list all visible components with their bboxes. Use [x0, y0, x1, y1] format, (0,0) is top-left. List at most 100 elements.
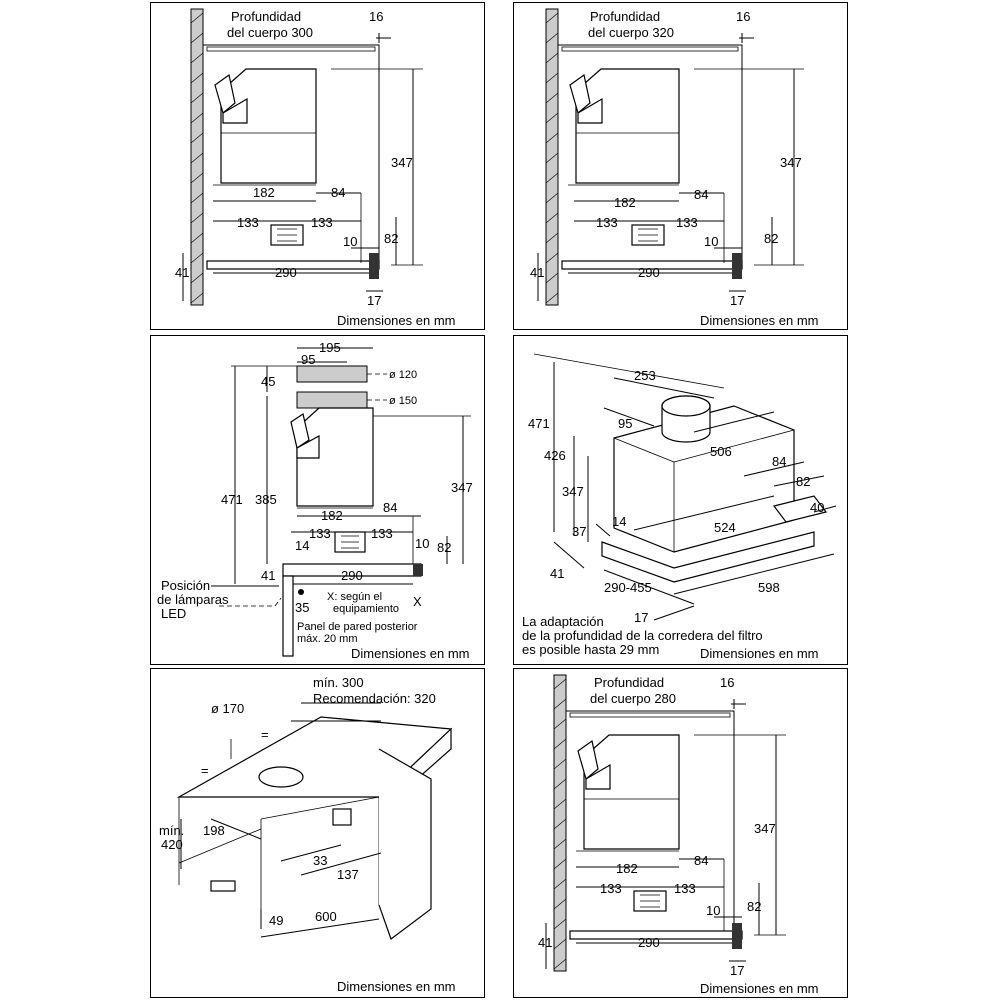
dim-290: 290: [638, 935, 660, 950]
filter-slide: [601, 531, 815, 583]
panel-isometric: 253 471 95 426 506 84 82 347 40 524 37 1…: [513, 335, 848, 665]
dim-84: 84: [383, 500, 397, 515]
depth-value: del cuerpo 280: [590, 691, 676, 706]
dim-600: 600: [315, 909, 337, 924]
dim-41: 41: [550, 566, 564, 581]
dim-82: 82: [437, 540, 451, 555]
wall-hatch: [190, 8, 204, 306]
dim-598: 598: [758, 580, 780, 595]
dim-524: 524: [714, 520, 736, 535]
dim-16: 16: [720, 675, 734, 690]
led-label-1: Posición: [161, 578, 210, 593]
dim-95: 95: [301, 352, 315, 367]
equal-mark-1: =: [261, 727, 269, 742]
dim-84: 84: [331, 185, 345, 200]
dim-347: 347: [391, 155, 413, 170]
dim-10: 10: [343, 234, 357, 249]
dim-182: 182: [253, 185, 275, 200]
dim-137: 137: [337, 867, 359, 882]
recommendation: Recomendación: 320: [313, 691, 436, 706]
led-label-3: LED: [161, 606, 186, 621]
note-line-3: es posible hasta 29 mm: [522, 642, 659, 657]
panel-front-dimensions: 195 95 ø 120 ø 150 45 471 385 347 182 84…: [150, 335, 485, 665]
dim-133-left: 133: [237, 215, 259, 230]
dim-95: 95: [618, 416, 632, 431]
dim-506: 506: [710, 444, 732, 459]
hood-body: [583, 734, 680, 850]
min-420-label: mín.: [159, 823, 184, 838]
panel-side-320: Profundidad del cuerpo 320 16 347 182 84…: [513, 2, 848, 330]
side-view-drawing-300: Profundidad del cuerpo 300 16 347 182 84…: [175, 8, 456, 328]
dim-17: 17: [730, 963, 744, 978]
footer-units: Dimensiones en mm: [351, 646, 470, 661]
dim-49: 49: [269, 913, 283, 928]
hood-body: [575, 68, 680, 184]
panel-side-280: Profundidad del cuerpo 280 16 347 182 84…: [513, 668, 848, 998]
socket-icon: [332, 808, 352, 826]
wall-hatch: [545, 8, 559, 306]
footer-units: Dimensiones en mm: [700, 981, 819, 996]
rear-wall-panel: [282, 575, 294, 657]
dim-17: 17: [367, 293, 381, 308]
dim-16: 16: [736, 9, 750, 24]
led-lamp-icon: [298, 589, 304, 595]
dim-133-right: 133: [674, 881, 696, 896]
dim-133-left: 133: [596, 215, 618, 230]
dim-45: 45: [261, 374, 275, 389]
duct-120: [296, 365, 368, 383]
isometric-drawing: 253 471 95 426 506 84 82 347 40 524 37 1…: [522, 353, 837, 661]
dim-84: 84: [694, 853, 708, 868]
dim-41: 41: [175, 265, 189, 280]
dim-198: 198: [203, 823, 225, 838]
dim-385: 385: [255, 492, 277, 507]
dim-347: 347: [754, 821, 776, 836]
depth-value: del cuerpo 300: [227, 25, 313, 40]
front-view-drawing: 195 95 ø 120 ø 150 45 471 385 347 182 84…: [157, 340, 473, 661]
dim-14: 14: [295, 538, 309, 553]
dim-41: 41: [261, 568, 275, 583]
footer-units: Dimensiones en mm: [700, 646, 819, 661]
dim-17: 17: [634, 610, 648, 625]
dim-16: 16: [369, 9, 383, 24]
footer-units: Dimensiones en mm: [700, 313, 819, 328]
dim-33: 33: [313, 853, 327, 868]
dim-10: 10: [706, 903, 720, 918]
footer-units: Dimensiones en mm: [337, 979, 456, 994]
side-view-drawing-320: Profundidad del cuerpo 320 16 347 182 84…: [530, 8, 819, 328]
dim-290: 290: [341, 568, 363, 583]
dim-290: 290: [275, 265, 297, 280]
dim-195: 195: [319, 340, 341, 355]
dim-37: 37: [572, 524, 586, 539]
dim-dia-120: ø 120: [389, 369, 417, 381]
duct-150: [296, 391, 368, 409]
panel-note-1: Panel de pared posterior: [297, 621, 418, 633]
dim-41: 41: [538, 935, 552, 950]
dim-84: 84: [694, 187, 708, 202]
dim-471: 471: [221, 492, 243, 507]
dim-82: 82: [747, 899, 761, 914]
x-note-2: equipamiento: [333, 603, 399, 615]
cabinet-door: [378, 748, 432, 940]
depth-value: del cuerpo 320: [588, 25, 674, 40]
note-line-1: La adaptación: [522, 614, 604, 629]
dim-41: 41: [530, 265, 544, 280]
panel-side-300: Profundidad del cuerpo 300 16 347 182 84…: [150, 2, 485, 330]
hood-body: [220, 68, 317, 184]
dim-82: 82: [764, 231, 778, 246]
depth-label: Profundidad: [231, 9, 301, 24]
installation-drawing: mín. 300 Recomendación: 320 ø 170 = = mí…: [159, 675, 456, 994]
dim-347: 347: [562, 484, 584, 499]
dim-10: 10: [415, 536, 429, 551]
dim-35: 35: [295, 600, 309, 615]
min-300: mín. 300: [313, 675, 364, 690]
dim-426: 426: [544, 448, 566, 463]
x-marker: X: [413, 594, 422, 609]
dim-182: 182: [616, 861, 638, 876]
dim-40: 40: [810, 500, 824, 515]
side-view-drawing-280: Profundidad del cuerpo 280 16 347 182 84…: [538, 674, 819, 996]
dim-dia-170: ø 170: [211, 701, 244, 716]
dim-253: 253: [634, 368, 656, 383]
dim-82: 82: [796, 474, 810, 489]
duct-hole: [258, 766, 304, 788]
dim-133-right: 133: [311, 215, 333, 230]
